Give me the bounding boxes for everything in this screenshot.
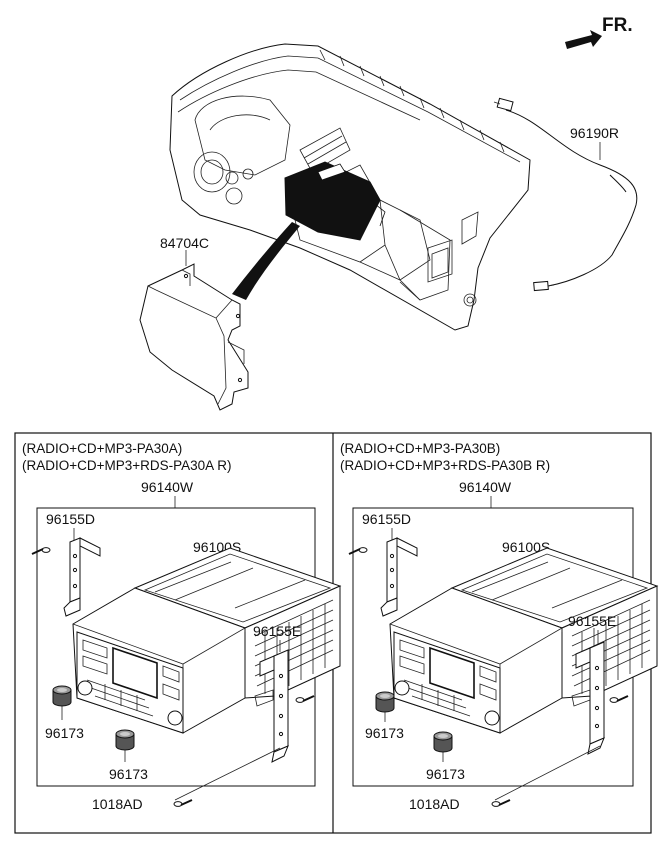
variant-b-line-1: (RADIO+CD+MP3-PA30B): [340, 441, 500, 456]
radio-head-unit: [389, 547, 658, 734]
knob-part-label-1: 96173: [365, 725, 404, 741]
antenna-cable-part-label: 96190R: [570, 125, 619, 141]
variant-panel-a: (RADIO+CD+MP3-PA30A) (RADIO+CD+MP3+RDS-P…: [22, 441, 341, 812]
variant-panel-b: (RADIO+CD+MP3-PA30B) (RADIO+CD+MP3+RDS-P…: [340, 441, 658, 812]
bracket-right: [259, 649, 289, 763]
mounting-frame-part-label: 84704C: [160, 235, 209, 251]
mounting-screw: [173, 799, 193, 808]
bracket-screw-right: [609, 695, 629, 704]
bracket-screw-left: [31, 546, 51, 555]
antenna-cable: [493, 97, 638, 292]
bracket-screw-left: [348, 546, 368, 555]
front-direction-label: FR.: [602, 15, 633, 36]
mounting-screw: [491, 799, 511, 808]
knob-part-label-1: 96173: [45, 725, 84, 741]
volume-knob: [52, 685, 72, 707]
radio-unit-part-label: 96100S: [502, 539, 550, 555]
variant-b-line-2: (RADIO+CD+MP3+RDS-PA30B R): [340, 458, 550, 473]
radio-location-highlight: [284, 161, 381, 241]
assembly-part-label: 96140W: [459, 479, 512, 495]
bracket-left-part-label: 96155D: [362, 511, 411, 527]
mounting-frame: [139, 263, 249, 411]
variant-a-line-2: (RADIO+CD+MP3+RDS-PA30A R): [22, 458, 231, 473]
bracket-right: [575, 641, 605, 755]
volume-knob: [375, 691, 395, 713]
screw-part-label: 1018AD: [92, 796, 143, 812]
dashboard-illustration: [169, 43, 531, 331]
radio-recess-detail: [317, 163, 346, 181]
location-pointer: [232, 222, 300, 300]
variant-a-line-1: (RADIO+CD+MP3-PA30A): [22, 441, 182, 456]
knob-part-label-2: 96173: [109, 766, 148, 782]
tuning-knob: [433, 731, 453, 753]
arrow-icon: [565, 30, 602, 49]
bracket-left: [380, 537, 418, 617]
screw-part-label: 1018AD: [409, 796, 460, 812]
assembly-part-label: 96140W: [141, 479, 194, 495]
tuning-knob: [115, 729, 135, 751]
bracket-right-part-label: 96155E: [253, 623, 301, 639]
bracket-left: [63, 537, 101, 617]
radio-head-unit: [72, 547, 341, 734]
front-direction-indicator: FR.: [565, 15, 633, 49]
bracket-screw-right: [295, 695, 315, 704]
bracket-left-part-label: 96155D: [46, 511, 95, 527]
knob-part-label-2: 96173: [426, 766, 465, 782]
bracket-right-part-label: 96155E: [568, 613, 616, 629]
